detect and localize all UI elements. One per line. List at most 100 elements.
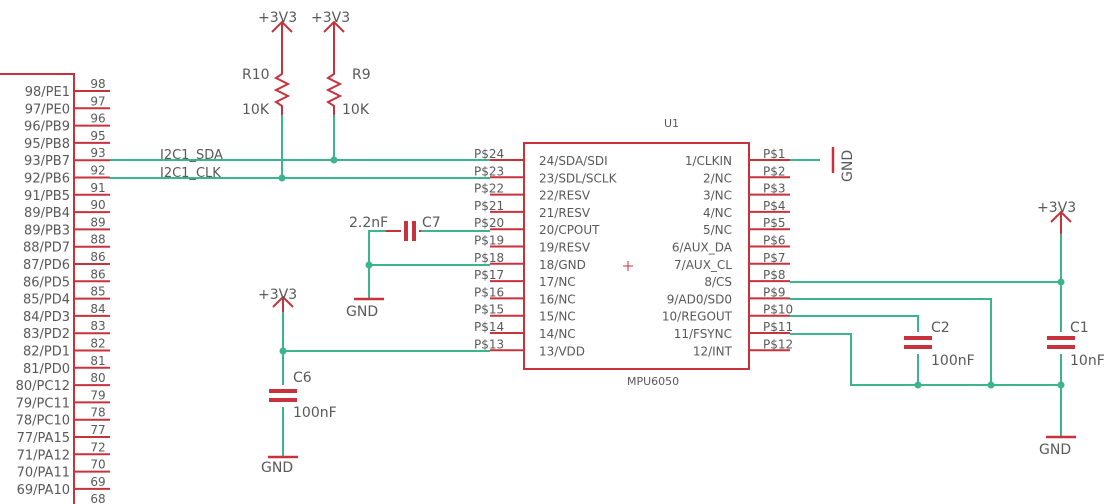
mcu-pin-number: 97 [90,94,105,108]
mcu-pin-number: 78 [90,406,105,420]
capacitor-c1: C1 10nF [1047,320,1105,369]
capacitor-c2: C2 100nF [904,320,975,369]
supply-vcc-r9: +3V3 [311,10,350,62]
mcu-pin-name: 89/PB3 [24,223,70,238]
wire-ad0 [790,298,992,385]
capacitor-name: C2 [931,320,950,336]
ground-clkin: GND [831,147,856,182]
mcu-pin-name: 69/PA10 [17,483,70,498]
ic-ref: U1 [664,117,679,130]
mcu-pin-number: 77 [90,423,105,437]
mcu-symbol: 98/PE19897/PE09796/PB99695/PB89593/PB793… [0,73,110,504]
junction-ad0 [987,381,995,389]
supply-vcc-c1: +3V3 [1037,200,1076,234]
ic-pad-label: P$24 [474,147,504,161]
ground-c1: GND [1039,435,1076,458]
ic-body [523,142,750,370]
junction-scl [278,174,286,182]
ic-pin: P$66/AUX_DA [672,234,790,255]
ic-pin: P$15 15/NC [474,303,576,324]
mcu-pin-number: 84 [90,302,105,316]
mcu-pin-number: 96 [90,112,105,126]
ic-pad-label: P$12 [763,337,793,351]
capacitor-c6: C6 100nF [269,370,337,421]
mcu-pin-name: 95/PB8 [24,137,70,152]
junction-gnd [365,261,373,269]
ic-pin-name: 10/REGOUT [662,310,733,324]
supply-vcc-c6: +3V3 [258,287,297,312]
ic-part: MPU6050 [627,375,679,388]
capacitor-c7: 2.2nF C7 [349,215,441,241]
supply-vcc-r10: +3V3 [258,10,297,62]
ground-label: GND [1039,442,1071,458]
ic-pin: P$88/CS [704,268,790,289]
ic-pin: P$77/AUX_CL [674,251,790,272]
ic-pin-name: 20/CPOUT [539,223,600,237]
mcu-pin: 84/PD3 84 [23,302,110,325]
resistor-r9: R9 10K [325,62,371,118]
mcu-pin: 68 [90,492,105,504]
ic-pad-label: P$14 [474,320,504,334]
mcu-pin-number: 85 [90,285,105,299]
ground-label: GND [261,460,293,476]
mcu-pin: 81/PD0 81 [23,354,110,377]
ic-pad-label: P$9 [763,285,786,299]
mcu-pin-number: 80 [90,371,105,385]
net-label-scl: I2C1_CLK [160,166,221,181]
ic-pad-label: P$4 [763,199,786,213]
ic-pin-name: 4/NC [703,206,732,220]
resistor-r10: R10 10K [242,62,291,118]
mcu-pin-name: 97/PE0 [25,102,70,117]
ic-pin: P$10 10/REGOUT [662,303,793,324]
ic-pad-label: P$22 [474,182,504,196]
mcu-pin-number: 69 [90,475,105,489]
wire-regout [790,315,919,332]
mcu-pin-number: 88 [90,233,105,247]
ic-pin-name: 5/NC [703,223,732,237]
mcu-pin-name: 83/PD2 [23,327,70,342]
mcu-pin-name: 84/PD3 [23,310,70,325]
mcu-pin-name: 81/PD0 [23,362,70,377]
ic-pad-label: P$18 [474,251,504,265]
mcu-pin-number: 93 [90,146,105,160]
ic-pin: P$33/NC [703,182,790,203]
ic-pin-name: 12/INT [693,344,733,358]
ic-pin-name: 15/NC [539,310,576,324]
ic-pin-name: 7/AUX_CL [674,258,732,272]
ic-pin: P$4 4/NC [703,199,790,220]
mcu-pin-name: 98/PE1 [25,85,70,100]
mcu-pin-number: 86 [90,250,105,264]
mcu-body [0,73,75,504]
mcu-pin-number: 68 [90,492,105,504]
ic-pad-label: P$15 [474,303,504,317]
mcu-pin-name: 88/PD7 [23,241,70,256]
ic-pin-name: 11/FSYNC [674,327,732,341]
ic-pad-label: P$10 [763,303,793,317]
wire-c7-gnd [368,230,386,265]
ground-c6: GND [261,455,298,476]
ic-right-pins: P$11/CLKINP$22/NCP$33/NCP$44/NCP$55/NCP$… [662,147,793,358]
ic-pad-label: P$5 [763,216,786,230]
mcu-pin-number: 81 [90,354,105,368]
ic-pad-label: P$13 [474,337,504,351]
ic-pad-label: P$6 [763,234,786,248]
mcu-pin-number: 72 [90,440,105,454]
resistor-name: R10 [242,67,270,83]
ic-pad-label: P$11 [763,320,793,334]
